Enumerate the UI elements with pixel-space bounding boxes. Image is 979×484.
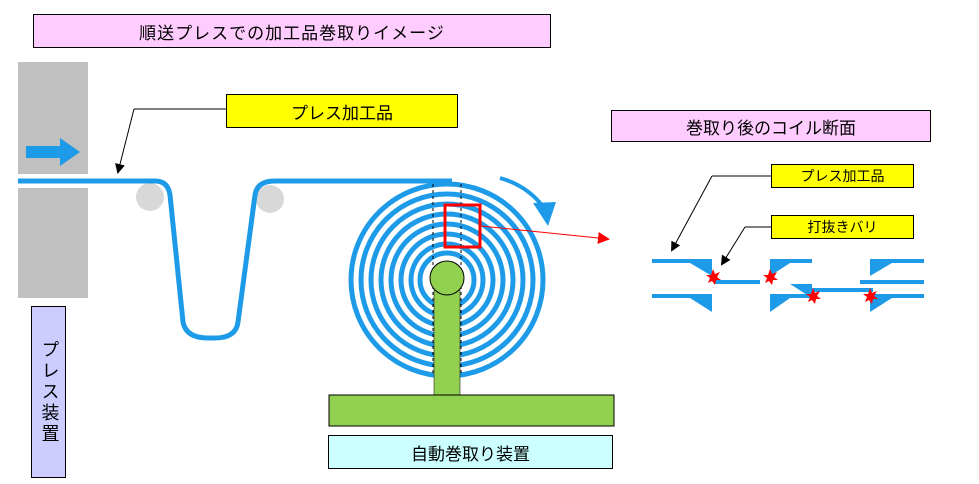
winding-device-label: 自動巻取り装置 (328, 435, 613, 469)
coil-hub (429, 260, 465, 296)
press-device-label: プレス装置 (31, 306, 66, 478)
coil-section-label: 巻取り後のコイル断面 (611, 110, 931, 142)
roller-right (256, 185, 284, 213)
detail-press-product-label: プレス加工品 (771, 164, 914, 188)
roller-left (136, 183, 164, 211)
winder-stand (433, 289, 461, 398)
feed-arrow-icon (26, 138, 80, 166)
rotation-arrow-icon (499, 176, 556, 226)
section-highlight (443, 203, 482, 249)
section-pointer-arrow (480, 225, 610, 244)
winder-base (328, 394, 615, 427)
press-lower-block (18, 188, 88, 298)
press-product-label: プレス加工品 (226, 94, 458, 128)
page-title: 順送プレスでの加工品巻取りイメージ (33, 14, 551, 48)
burr-label: 打抜きバリ (771, 215, 914, 239)
press-strip (18, 178, 452, 341)
coil-cross-section (652, 258, 924, 312)
burr-spark-icon (706, 269, 878, 304)
